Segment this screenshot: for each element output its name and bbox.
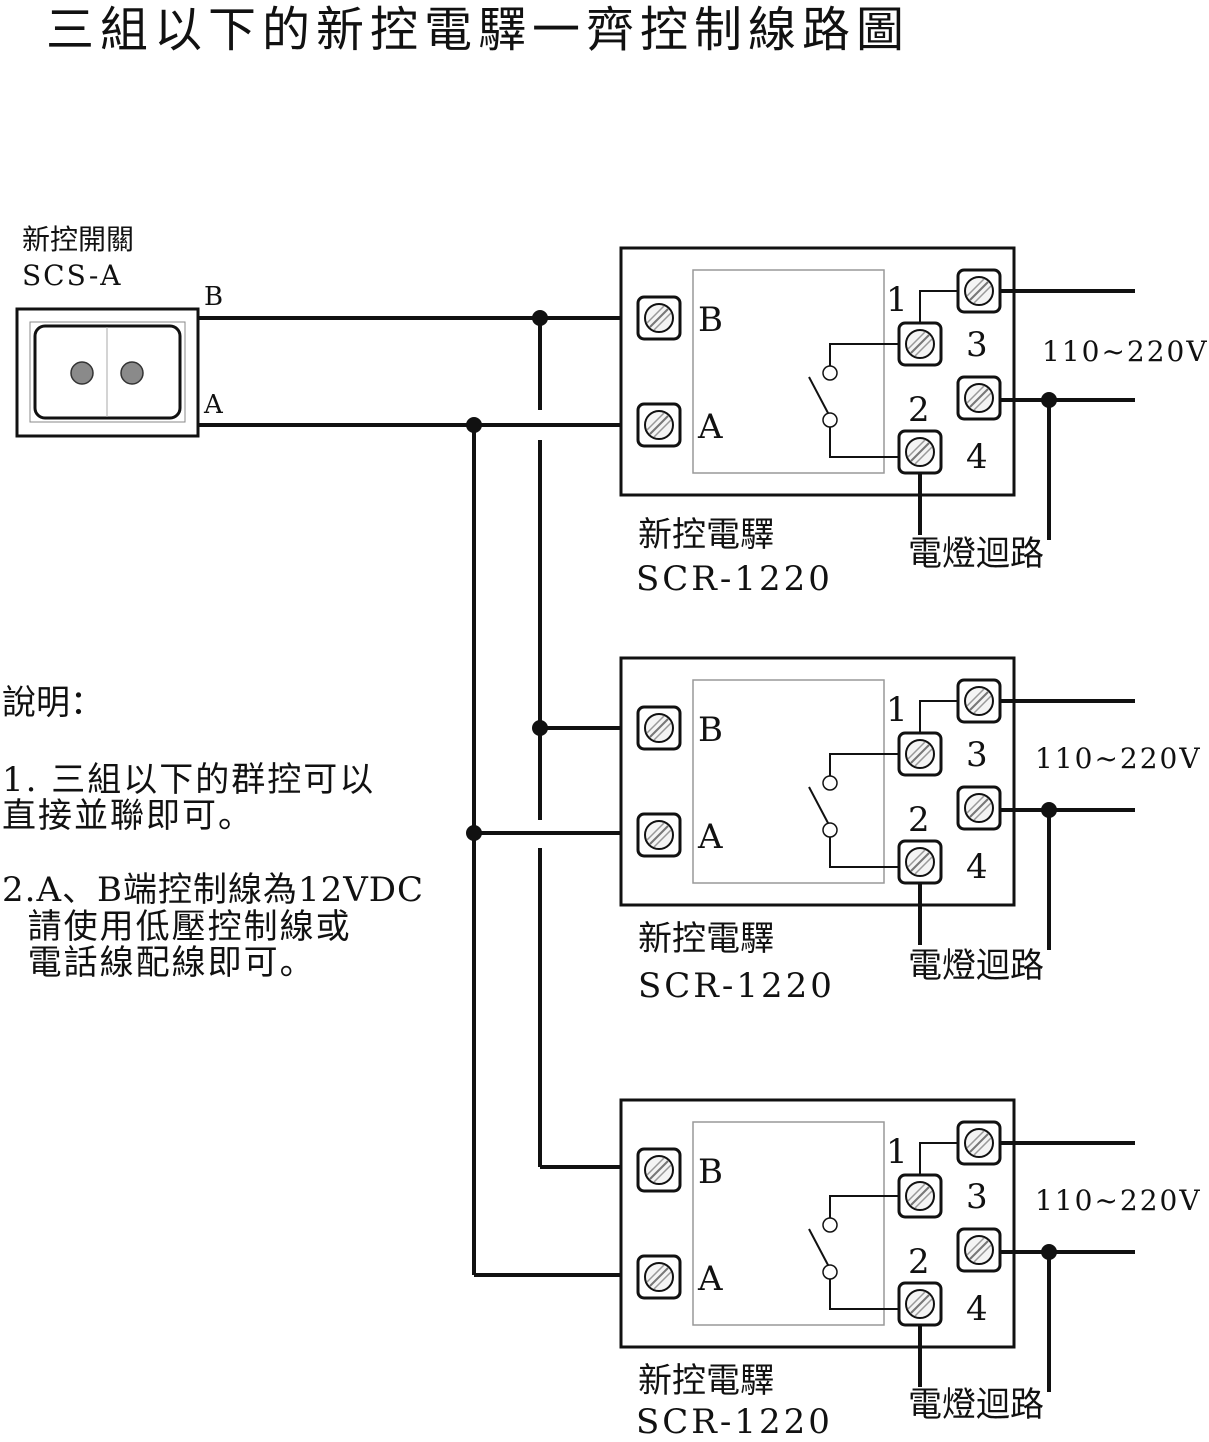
relay-3-name: 新控電驛 xyxy=(638,1361,774,1401)
relay-3-circuit: 電燈迴路 xyxy=(908,1385,1044,1425)
switch-button-left xyxy=(70,361,94,385)
terminal-a-screw xyxy=(636,1254,682,1300)
terminal-a-screw xyxy=(636,402,682,448)
switch-terminal-a: A xyxy=(204,390,223,420)
relay-1-pin-1: 1 xyxy=(886,280,908,320)
terminal-mid-screw xyxy=(956,785,1002,831)
terminal-mid-screw xyxy=(956,1227,1002,1273)
junction-dots xyxy=(466,310,548,841)
relay-1-pin-4: 4 xyxy=(966,437,988,477)
relay-1-term-b: B xyxy=(698,300,723,340)
pin-1-screw xyxy=(897,321,943,367)
relay-3-voltage: 110~220V xyxy=(1035,1184,1202,1217)
relay-2-pin-1: 1 xyxy=(886,690,908,730)
relay-2-voltage: 110~220V xyxy=(1035,742,1202,775)
relay-1-pin-2: 2 xyxy=(908,390,930,430)
relay-1-name: 新控電驛 xyxy=(638,515,774,555)
terminal-b-screw xyxy=(636,295,682,341)
switch-button-right xyxy=(120,361,144,385)
relay-2-name: 新控電驛 xyxy=(638,919,774,959)
terminal-mid-screw xyxy=(956,375,1002,421)
relay-3-model: SCR-1220 xyxy=(636,1402,833,1442)
pin-1-screw xyxy=(897,1173,943,1219)
switch-scs-a xyxy=(15,307,200,438)
relay-1-term-a: A xyxy=(698,407,723,447)
notes-item-1-line-1: 1. 三組以下的群控可以 xyxy=(2,760,376,800)
control-wires xyxy=(198,316,637,1277)
notes-item-2-line-3: 電話線配線即可。 xyxy=(2,943,316,983)
relay-3 xyxy=(619,1098,1135,1392)
pin-2-screw xyxy=(897,839,943,885)
pin-2-screw xyxy=(897,429,943,475)
relay-2-pin-3: 3 xyxy=(966,735,988,775)
notes-item-2-line-2: 請使用低壓控制線或 xyxy=(2,907,352,947)
relay-2-circuit: 電燈迴路 xyxy=(908,946,1044,986)
terminal-b-screw xyxy=(636,1147,682,1193)
notes-item-1-line-2: 直接並聯即可。 xyxy=(2,796,254,836)
relay-3-term-a: A xyxy=(698,1259,723,1299)
terminal-top-screw xyxy=(956,268,1002,314)
relay-3-pin-2: 2 xyxy=(908,1242,930,1282)
relay-2-term-b: B xyxy=(698,710,723,750)
relay-3-pin-1: 1 xyxy=(886,1132,908,1172)
relay-2-pin-2: 2 xyxy=(908,800,930,840)
relay-1-circuit: 電燈迴路 xyxy=(908,534,1044,574)
switch-name: 新控開關 xyxy=(22,223,135,256)
page-title: 三組以下的新控電驛一齊控制線路圖 xyxy=(46,2,911,58)
relay-2-pin-4: 4 xyxy=(966,847,988,887)
relay-1-voltage: 110~220V xyxy=(1042,335,1209,368)
relay-1-model: SCR-1220 xyxy=(636,559,833,599)
switch-terminal-b: B xyxy=(204,282,224,312)
terminal-a-screw xyxy=(636,812,682,858)
notes-item-2-line-1: 2.A、B端控制線為12VDC xyxy=(2,870,425,910)
terminal-top-screw xyxy=(956,678,1002,724)
pin-2-screw xyxy=(897,1281,943,1327)
relay-2-model: SCR-1220 xyxy=(638,966,835,1006)
relay-1 xyxy=(619,246,1135,540)
relay-3-pin-3: 3 xyxy=(966,1177,988,1217)
relay-2-term-a: A xyxy=(698,817,723,857)
notes-heading: 說明： xyxy=(2,683,104,723)
switch-model: SCS-A xyxy=(22,259,123,292)
relay-1-pin-3: 3 xyxy=(966,325,988,365)
pin-1-screw xyxy=(897,731,943,777)
relay-2 xyxy=(619,656,1135,950)
relay-3-pin-4: 4 xyxy=(966,1289,988,1329)
terminal-b-screw xyxy=(636,705,682,751)
terminal-top-screw xyxy=(956,1120,1002,1166)
relay-3-term-b: B xyxy=(698,1152,723,1192)
